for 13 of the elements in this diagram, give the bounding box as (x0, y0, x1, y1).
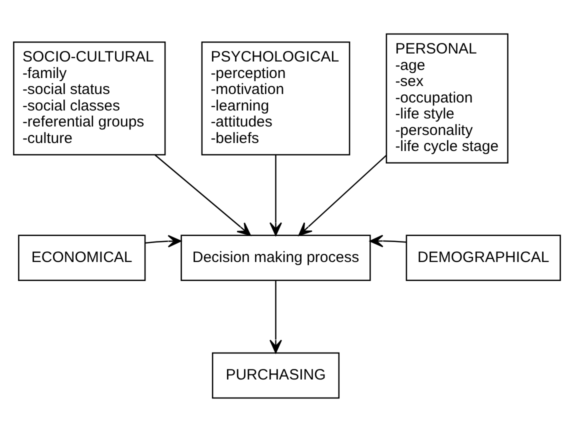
arrow (270, 280, 282, 354)
arrow (370, 234, 406, 248)
arrow (270, 155, 282, 236)
node-box: Decision making process (180, 234, 371, 282)
arrow (154, 154, 251, 236)
node-box: PURCHASING (212, 352, 340, 399)
node-box: PSYCHOLOGICAL -perception -motivation -learning -attitudes -beliefs (201, 42, 350, 156)
arrow (145, 234, 182, 248)
node-box: DEMOGRAPHICAL (406, 234, 561, 282)
node-box: PERSONAL -age -sex -occupation -life style -personality -life cycle stage (386, 33, 508, 164)
node-box: SOCIO-CULTURAL -family -social status -social classes -referential groups -culture (13, 42, 166, 156)
node-box: ECONOMICAL (18, 234, 146, 282)
arrow (298, 155, 387, 236)
